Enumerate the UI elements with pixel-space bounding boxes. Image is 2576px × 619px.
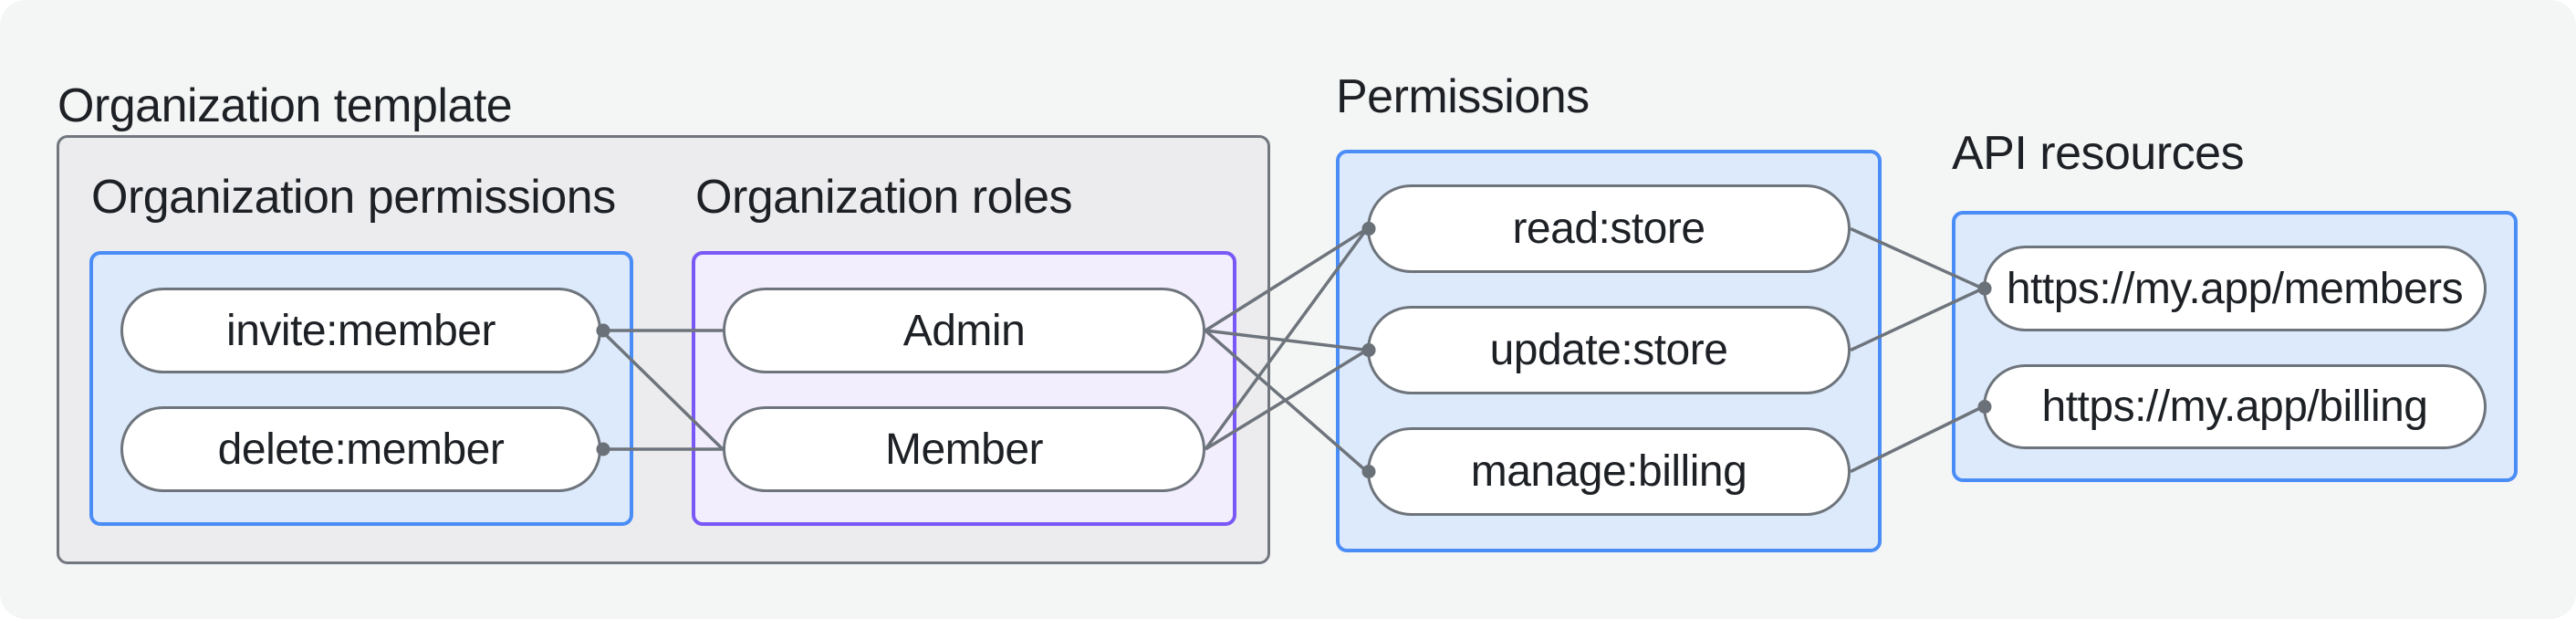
node-member-label: Member bbox=[884, 425, 1044, 474]
node-api-members: https://my.app/members bbox=[1983, 246, 2487, 331]
org-roles-label: Organization roles bbox=[695, 171, 1073, 224]
api-resources-label: API resources bbox=[1952, 127, 2245, 180]
node-invite-member-label: invite:member bbox=[226, 306, 495, 355]
node-delete-member-label: delete:member bbox=[217, 425, 505, 474]
node-api-billing-label: https://my.app/billing bbox=[2041, 383, 2429, 431]
node-manage-billing-label: manage:billing bbox=[1470, 447, 1747, 496]
node-admin-label: Admin bbox=[902, 306, 1026, 355]
node-api-members-label: https://my.app/members bbox=[2006, 264, 2464, 313]
org-template-title: Organization template bbox=[57, 79, 513, 132]
node-update-store-label: update:store bbox=[1489, 326, 1728, 374]
org-permissions-label: Organization permissions bbox=[91, 171, 616, 224]
node-member: Member bbox=[723, 406, 1205, 492]
node-manage-billing: manage:billing bbox=[1367, 427, 1851, 516]
permissions-label: Permissions bbox=[1336, 70, 1590, 123]
node-delete-member: delete:member bbox=[120, 406, 601, 492]
node-read-store-label: read:store bbox=[1512, 205, 1705, 253]
node-invite-member: invite:member bbox=[120, 288, 601, 373]
node-read-store: read:store bbox=[1367, 184, 1851, 273]
node-update-store: update:store bbox=[1367, 306, 1851, 394]
node-api-billing: https://my.app/billing bbox=[1983, 364, 2487, 449]
node-admin: Admin bbox=[723, 288, 1205, 373]
